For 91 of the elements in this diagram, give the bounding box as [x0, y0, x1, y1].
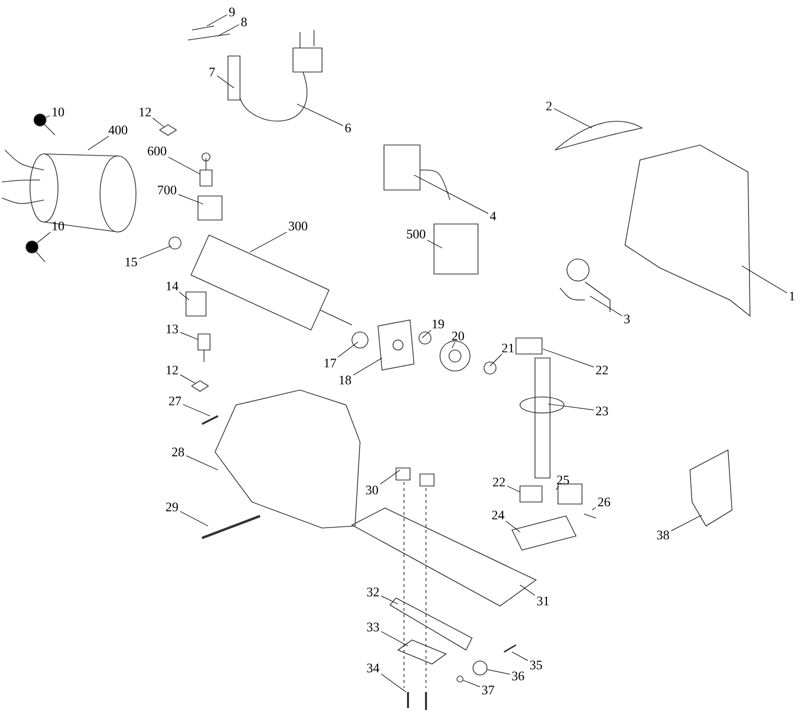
leader-line: [556, 486, 560, 490]
callout-number: 700: [158, 186, 176, 194]
callout-number: 9: [229, 8, 235, 16]
leader-line: [296, 104, 344, 126]
leader-line: [490, 354, 502, 366]
callout-number: 7: [210, 68, 215, 76]
leader-line: [180, 374, 196, 384]
leader-line: [512, 652, 528, 661]
leader-line: [380, 674, 406, 692]
callout-number: 32: [367, 588, 379, 596]
callout-number: 14: [166, 282, 178, 290]
callout-number: 2: [546, 102, 552, 110]
callout-number: 30: [366, 486, 378, 494]
callout-number: 13: [166, 324, 178, 334]
leader-line: [186, 455, 218, 470]
callout-number: 34: [367, 664, 380, 672]
leader-line: [505, 520, 520, 532]
leader-line: [180, 332, 198, 340]
leader-line: [414, 174, 488, 214]
callout-number: 500: [407, 230, 426, 238]
leader-line: [178, 292, 190, 300]
leader-line: [88, 136, 110, 150]
leader-line: [216, 75, 234, 88]
leader-line: [452, 342, 456, 348]
leader-line: [46, 115, 50, 118]
leader-line: [554, 108, 592, 128]
callout-number: 24: [492, 510, 504, 520]
callout-number: 21: [502, 344, 514, 352]
callout-number: 600: [148, 146, 166, 156]
callout-number: 10: [52, 222, 64, 230]
callout-number: 12: [140, 108, 151, 116]
callout-number: 31: [537, 596, 549, 606]
coil-drawing: [26, 240, 38, 254]
brush-drawing: [198, 334, 210, 350]
leader-line: [380, 470, 400, 484]
callout-number: 19: [432, 320, 444, 328]
callout-number: 22: [596, 366, 608, 374]
leader-line: [250, 232, 288, 252]
callout-number: 35: [530, 660, 542, 670]
callout-number: 300: [288, 222, 308, 230]
callout-number: 4: [490, 212, 496, 220]
leader-line: [670, 514, 702, 532]
callout-number: 20: [452, 332, 464, 340]
callout-number: 6: [345, 124, 351, 132]
callout-number: 38: [657, 530, 670, 540]
leader-line: [542, 348, 594, 368]
leader-line: [422, 330, 432, 338]
leader-line: [462, 680, 480, 688]
leader-line: [548, 404, 594, 410]
leader-line: [138, 246, 172, 260]
leader-line: [182, 404, 210, 416]
leader-line: [168, 156, 200, 174]
leader-line: [380, 631, 408, 646]
callout-number: 33: [367, 622, 379, 632]
leader-line: [742, 266, 788, 294]
callout-number: 17: [324, 358, 336, 368]
callout-number: 36: [512, 672, 524, 680]
leader-line: [592, 507, 596, 510]
leader-line: [206, 14, 228, 26]
callout-number: 22: [493, 478, 505, 486]
coil-drawing: [34, 114, 46, 126]
callout-number: 28: [172, 448, 184, 456]
washer-drawing: [456, 676, 464, 682]
leader-line: [36, 232, 51, 244]
callout-number: 15: [126, 258, 137, 266]
callout-number: 3: [624, 314, 630, 324]
nut-drawing: [472, 660, 488, 676]
leader-line: [180, 511, 208, 526]
callout-number: 26: [598, 498, 610, 506]
leader-line: [380, 596, 398, 604]
callout-number: 37: [482, 686, 494, 694]
leader-line: [590, 296, 622, 316]
leader-line: [152, 118, 164, 128]
leader-line: [506, 486, 520, 492]
leader-line: [427, 240, 442, 248]
callout-number: 25: [557, 476, 569, 484]
callout-number: 12: [166, 366, 178, 374]
callout-number: 18: [340, 376, 351, 384]
callout-number: 1: [790, 292, 794, 300]
callout-number: 27: [169, 396, 182, 406]
leader-line: [178, 194, 204, 204]
leader-line: [218, 24, 240, 36]
leader-line: [486, 669, 510, 675]
callout-number: 400: [108, 126, 128, 134]
callout-number: 10: [52, 108, 64, 116]
leader-line: [338, 342, 358, 358]
leader-line: [520, 584, 536, 596]
callout-number: 8: [241, 18, 247, 26]
leader-line: [352, 358, 382, 376]
callout-number: 23: [596, 406, 608, 416]
callout-number: 29: [166, 502, 178, 512]
